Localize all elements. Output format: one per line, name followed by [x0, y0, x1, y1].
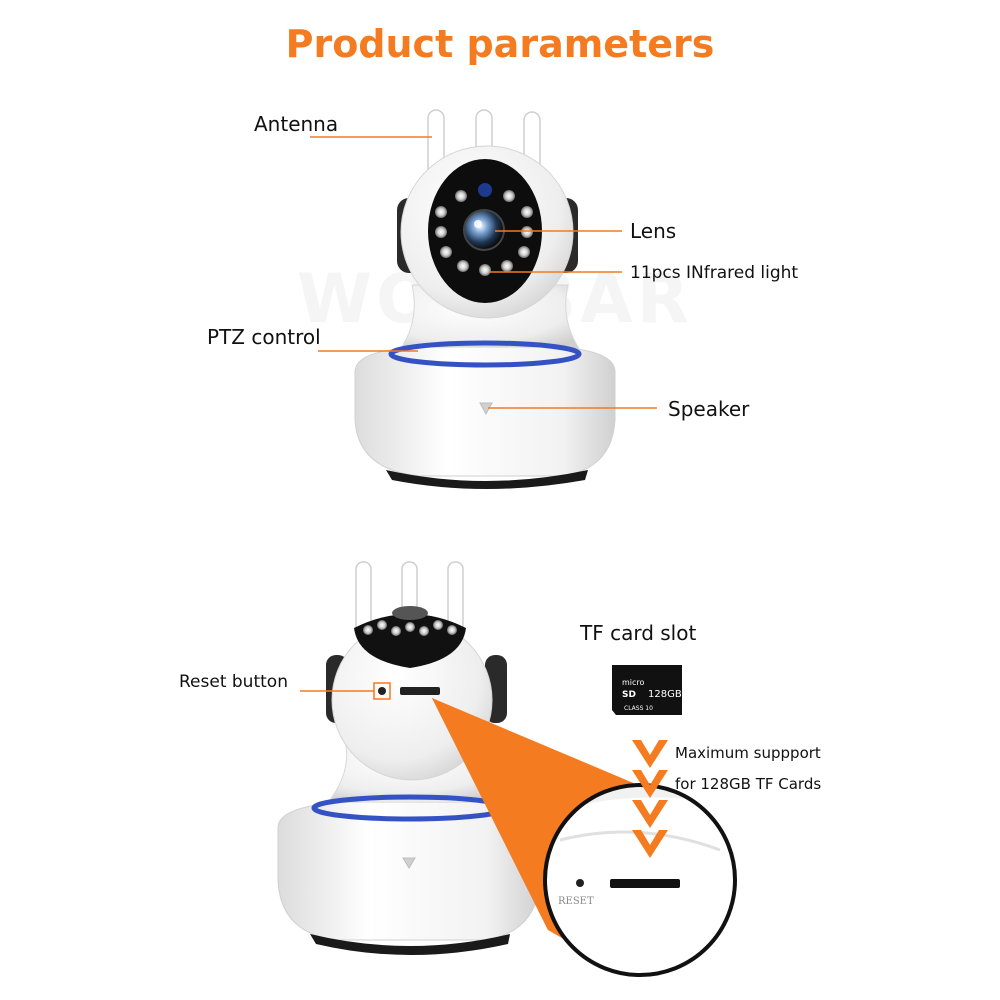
infrared-leds	[435, 190, 533, 276]
zoom-detail: RESET	[543, 783, 737, 977]
sd-slot-icon	[400, 687, 440, 695]
svg-text:SD: SD	[622, 690, 636, 700]
svg-text:CLASS 10: CLASS 10	[624, 705, 653, 712]
label-lens: Lens	[630, 219, 677, 243]
camera-back	[277, 561, 541, 955]
label-ptz: PTZ control	[207, 325, 321, 349]
label-antenna: Antenna	[254, 112, 339, 136]
label-tf-slot: TF card slot	[580, 621, 697, 645]
arrow-down-icons	[632, 740, 668, 858]
label-speaker: Speaker	[668, 397, 750, 421]
page-title: Product parameters	[285, 22, 715, 66]
label-support-line2: for 128GB TF Cards	[675, 775, 822, 793]
leader-lines-top	[310, 136, 657, 409]
label-infrared: 11pcs INfrared light	[630, 263, 799, 283]
lens-icon	[463, 209, 505, 251]
label-reset: Reset button	[179, 672, 288, 692]
label-support-line1: Maximum suppport	[675, 744, 821, 762]
microsd-card-icon: micro SD 128GB CLASS 10	[612, 665, 682, 715]
camera-front	[354, 109, 616, 489]
svg-text:micro: micro	[622, 678, 645, 687]
zoom-reset-text: RESET	[558, 896, 594, 907]
reset-hole-icon	[378, 687, 386, 695]
svg-text:128GB: 128GB	[648, 689, 682, 700]
